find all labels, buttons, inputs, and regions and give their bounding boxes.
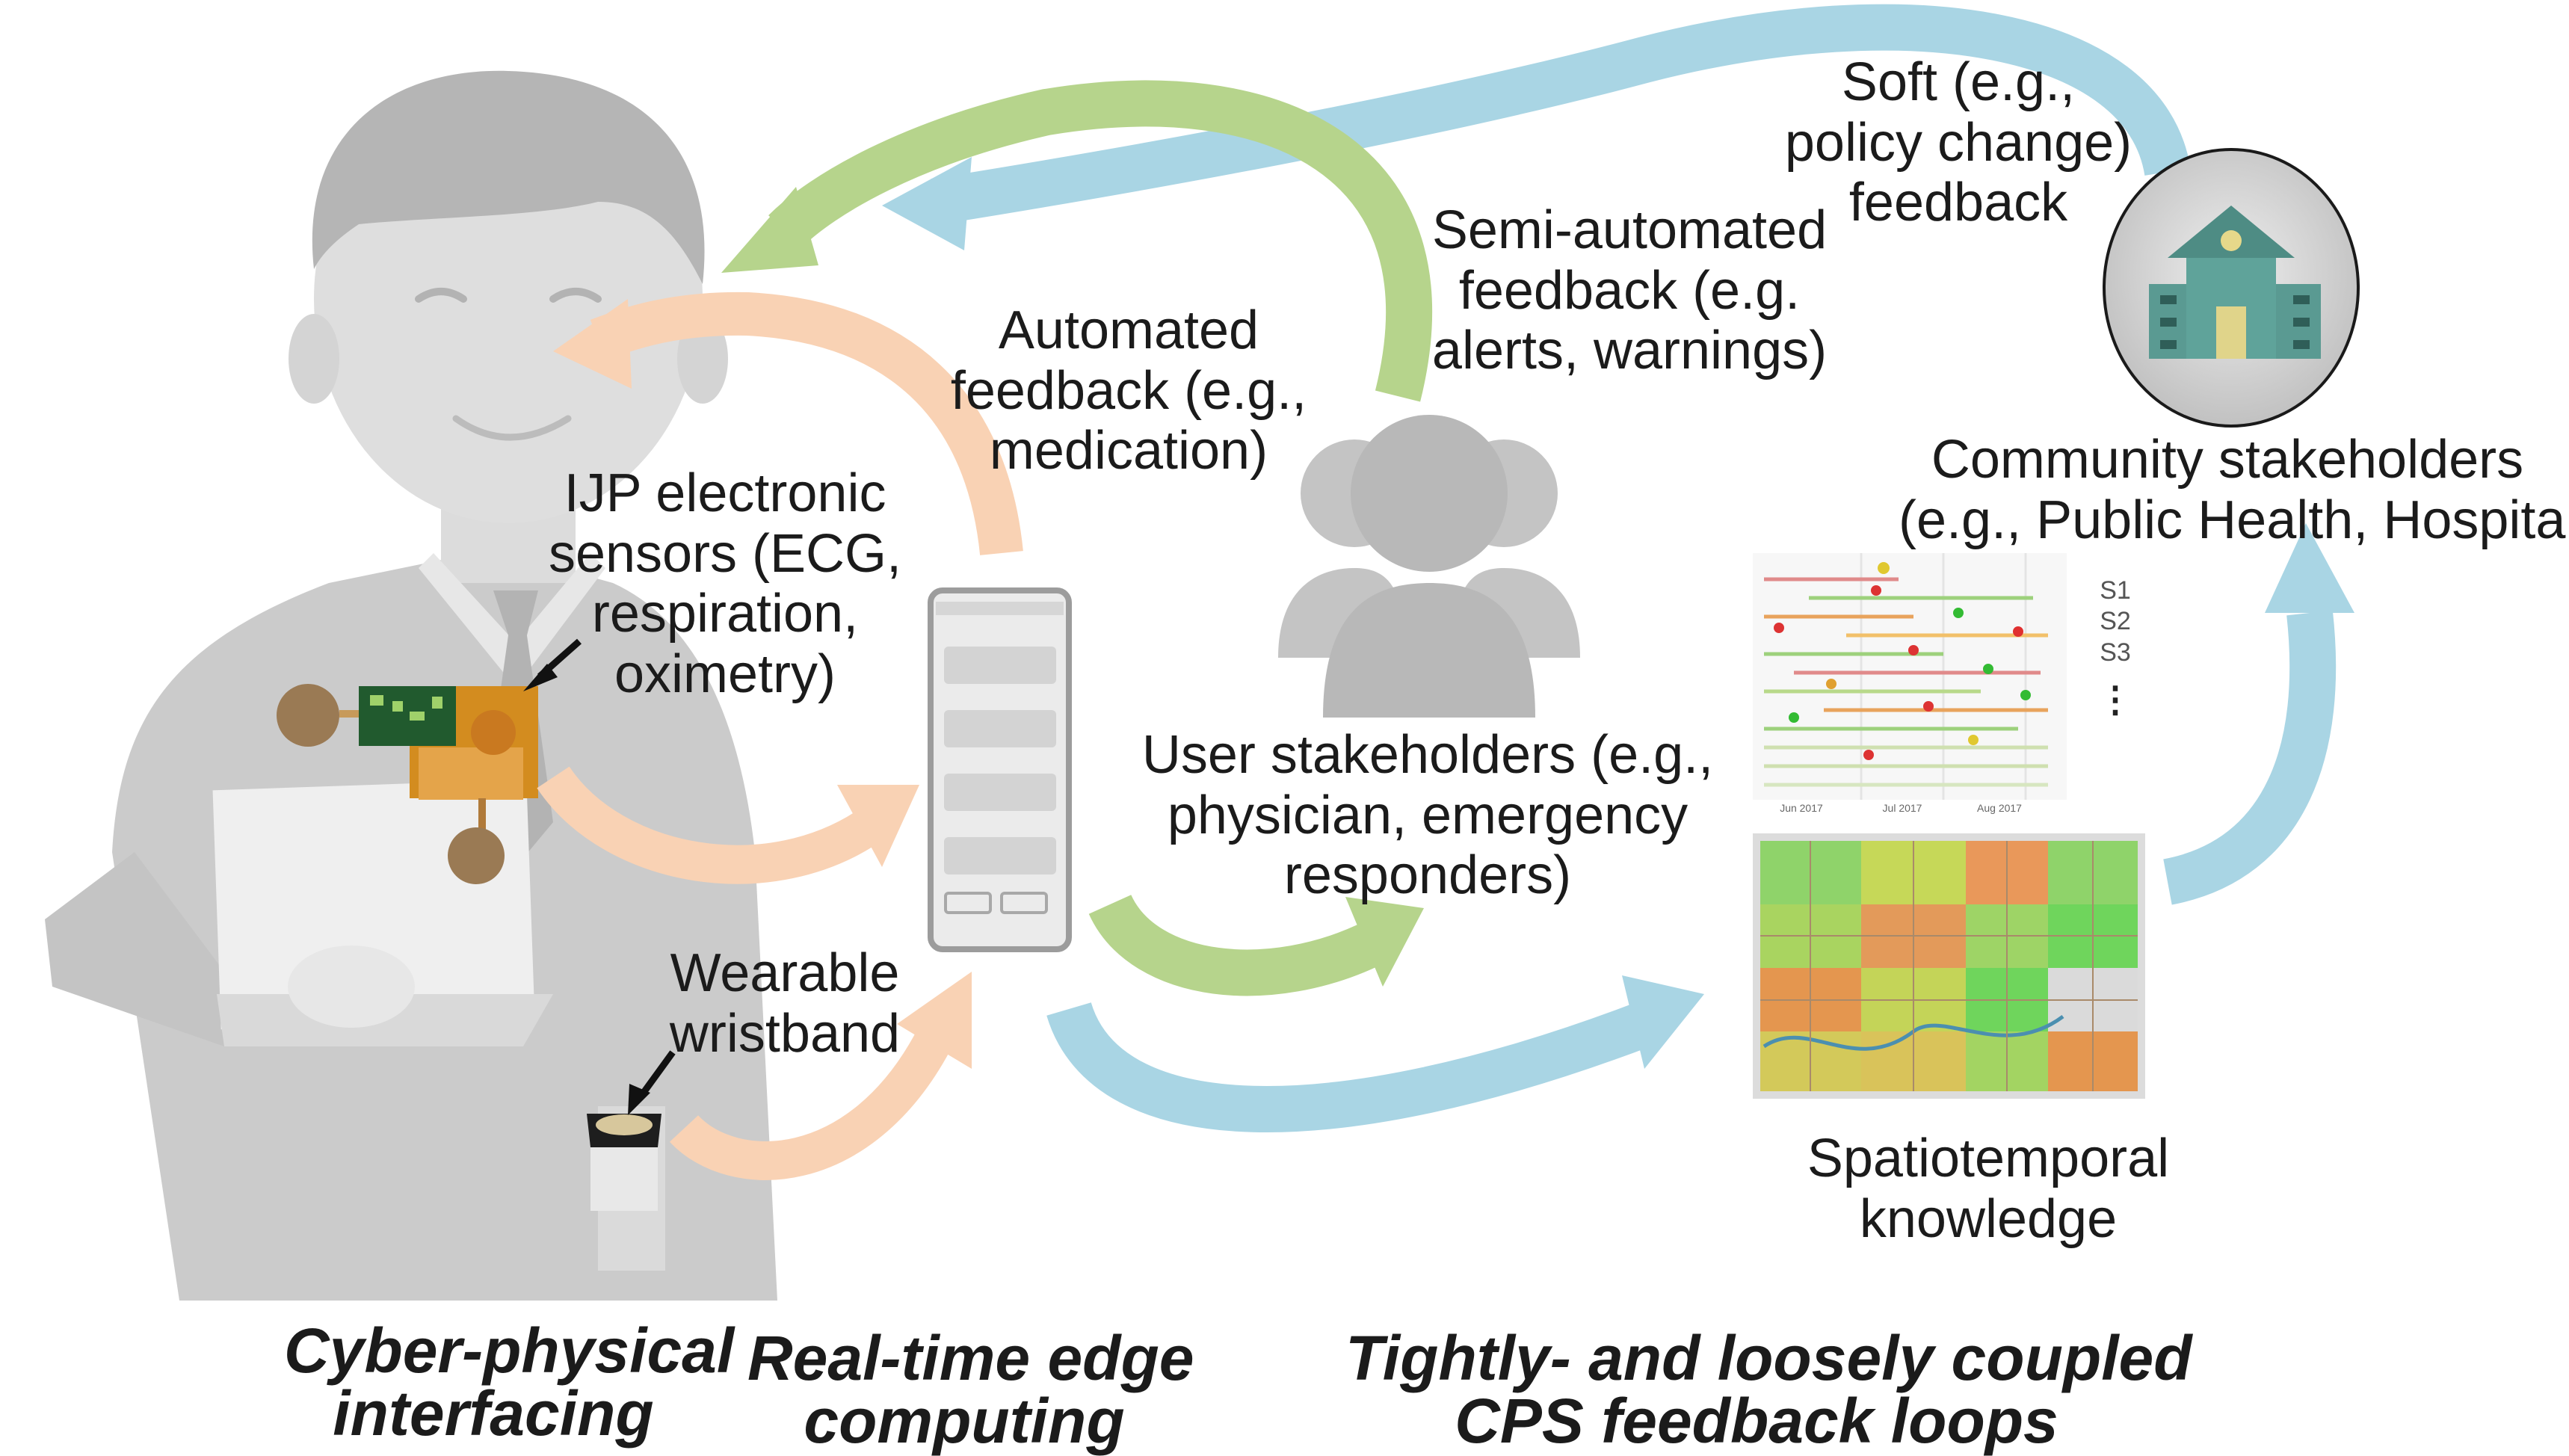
automated-feedback-label: Automated feedback (e.g., medication) — [919, 300, 1338, 481]
blue-arrow-soft-feedback — [882, 4, 2191, 250]
legend-s1: S1 — [2100, 576, 2131, 605]
ijp-line-2: sensors (ECG, — [548, 523, 902, 584]
automated-line-3: medication) — [989, 421, 1268, 481]
orange-arrow-sensor-to-phone — [537, 765, 919, 884]
sensor-pointer-arrow — [523, 638, 582, 691]
timeline-legend: S1 S2 S3 ⋮ — [2085, 576, 2145, 723]
soft-feedback-line-1: Soft (e.g., — [1841, 52, 2076, 112]
wristband-label: Wearable wristband — [643, 943, 927, 1064]
legend-s3: S3 — [2100, 638, 2131, 667]
caption-edge-line-1: Real-time edge — [747, 1323, 1194, 1393]
caption-feedback-line-2: CPS feedback loops — [1455, 1386, 2058, 1456]
soft-feedback-line-3: feedback — [1848, 173, 2068, 233]
wristband-pointer-arrow — [628, 1050, 676, 1115]
ijp-line-4: oximetry) — [614, 644, 836, 704]
semi-automated-line-3: alerts, warnings) — [1431, 321, 1828, 381]
spatiotemporal-line-1: Spatiotemporal — [1807, 1129, 2170, 1188]
soft-feedback-line-2: policy change) — [1784, 112, 2132, 173]
wristband-line-1: Wearable — [670, 943, 900, 1003]
spatiotemporal-line-2: knowledge — [1859, 1188, 2118, 1249]
semi-automated-feedback-label: Semi-automated feedback (e.g. alerts, wa… — [1405, 200, 1854, 381]
building-icon — [2103, 148, 2360, 428]
community-stakeholders-label: Community stakeholders (e.g., Public Hea… — [1899, 430, 2569, 550]
spatiotemporal-label: Spatiotemporal knowledge — [1779, 1129, 2198, 1249]
caption-feedback-line-1: Tightly- and loosely coupled — [1345, 1323, 2192, 1393]
timeline-chart — [1753, 553, 2067, 800]
ijp-sensors-label: IJP electronic sensors (ECG, respiration… — [546, 463, 904, 705]
caption-cyber-physical-line-2: interfacing — [333, 1378, 654, 1449]
caption-edge-line-2: computing — [804, 1386, 1125, 1456]
orange-arrow-wristband-to-phone — [669, 972, 972, 1180]
caption-cyber-physical-line-1: Cyber-physical — [284, 1315, 735, 1386]
caption-cyber-physical: Cyber-physical interfacing — [284, 1315, 735, 1449]
user-stakeholders-label: User stakeholders (e.g., physician, emer… — [1129, 725, 1727, 906]
chip-sensor-icon — [277, 684, 538, 884]
smartphone-icon — [928, 587, 1072, 952]
user-line-1: User stakeholders (e.g., — [1141, 725, 1714, 785]
user-line-2: physician, emergency — [1167, 785, 1688, 845]
community-line-2: (e.g., Public Health, Hospitals) — [1899, 490, 2569, 550]
green-arrow-semi-automated — [721, 80, 1433, 402]
orange-arrow-automated — [553, 291, 1023, 555]
semi-automated-line-2: feedback (e.g. — [1458, 260, 1801, 321]
timeline-axis-tick-2: Jul 2017 — [1882, 802, 1922, 814]
semi-automated-line-1: Semi-automated — [1431, 200, 1828, 260]
ijp-line-3: respiration, — [591, 584, 859, 644]
ijp-line-1: IJP electronic — [564, 463, 886, 523]
caption-feedback-loops: Tightly- and loosely coupled CPS feedbac… — [1345, 1323, 2192, 1456]
soft-feedback-label: Soft (e.g., policy change) feedback — [1742, 52, 2175, 233]
legend-more: ⋮ — [2097, 680, 2133, 721]
caption-edge-computing: Real-time edge computing — [747, 1323, 1194, 1456]
legend-s2: S2 — [2100, 607, 2131, 636]
automated-line-2: feedback (e.g., — [950, 360, 1307, 421]
green-arrow-to-users — [1088, 893, 1424, 996]
user-group-icon — [1278, 415, 1580, 718]
user-line-3: responders) — [1283, 845, 1572, 906]
wristband-line-2: wristband — [669, 1003, 901, 1064]
automated-line-1: Automated — [998, 300, 1259, 360]
timeline-axis-tick-3: Aug 2017 — [1977, 802, 2022, 814]
wristband-icon — [587, 1114, 661, 1211]
community-line-1: Community stakeholders — [1931, 430, 2524, 490]
timeline-axis-tick-1: Jun 2017 — [1780, 802, 1823, 814]
blue-arrow-to-community — [2162, 523, 2354, 905]
person-figure — [45, 70, 777, 1301]
blue-arrow-to-spatiotemporal — [1046, 975, 1704, 1132]
heat-map — [1753, 833, 2145, 1099]
